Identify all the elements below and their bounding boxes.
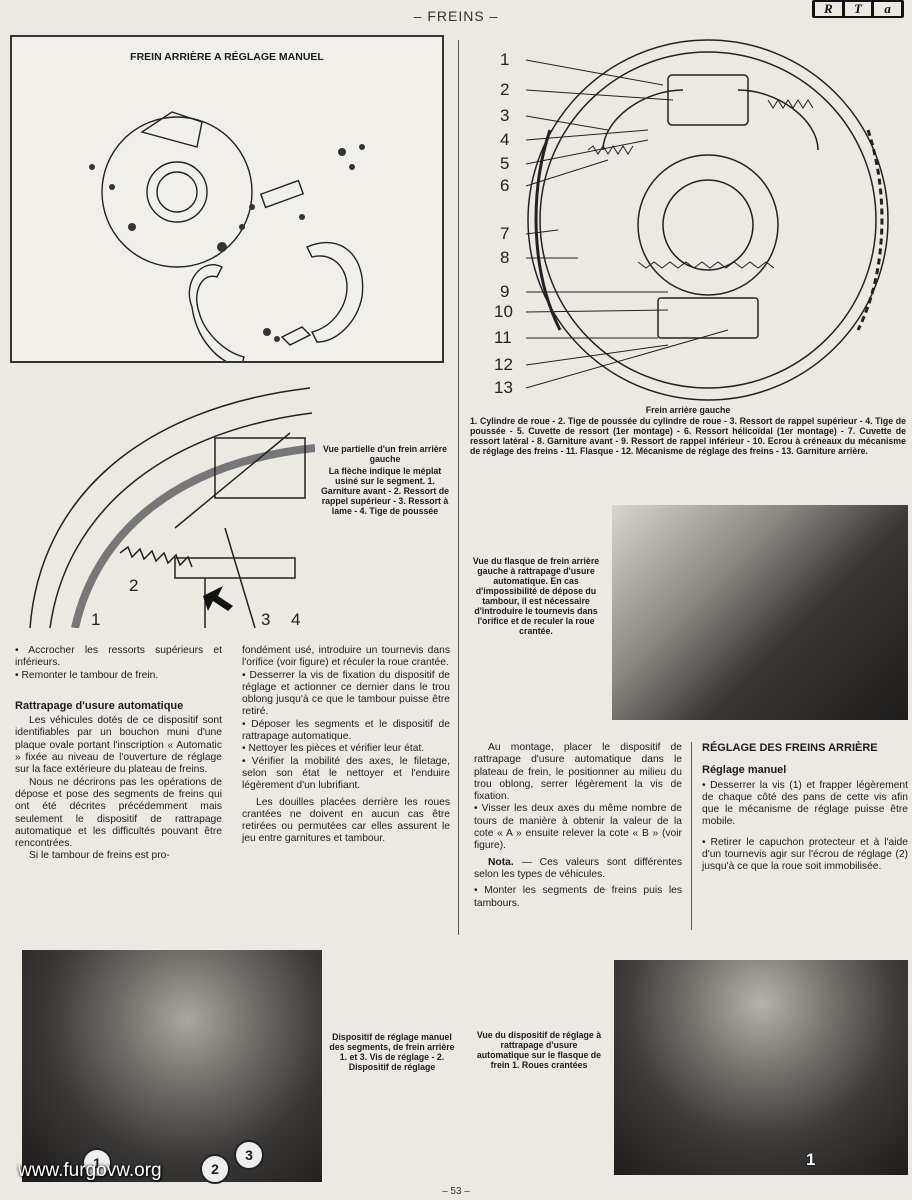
bullet-text: • Monter les segments de freins puis les…	[474, 885, 682, 909]
figure-exploded-brake: FREIN ARRIÈRE A RÉGLAGE MANUEL	[10, 35, 444, 363]
callout-label: 12	[494, 355, 513, 374]
callout-circle: 2	[200, 1154, 230, 1184]
text-column-2: fondément usé, introduire un tournevis d…	[242, 645, 450, 846]
text-column-1: • Accrocher les ressorts supérieurs et i…	[15, 645, 222, 863]
partial-view-drawing	[29, 387, 315, 628]
figure-title: FREIN ARRIÈRE A RÉGLAGE MANUEL	[130, 51, 324, 63]
exploded-brake-drawing	[89, 111, 365, 361]
text-column-4: RÉGLAGE DES FREINS ARRIÈRE Réglage manue…	[702, 742, 908, 874]
callout-circle: 1	[82, 1148, 112, 1178]
callout-label: 1	[500, 50, 510, 69]
logo-letter: R	[815, 2, 842, 16]
photo-caption: Vue du flasque de frein arrière gauche à…	[472, 556, 600, 636]
page-number: – 53 –	[442, 1186, 470, 1197]
paragraph: Si le tambour de freins est pro-	[29, 850, 170, 862]
logo-letter: a	[874, 2, 902, 16]
paragraph: fondément usé, introduire un tournevis d…	[242, 645, 450, 669]
logo-letter: T	[844, 2, 872, 16]
bullet-text: • Retirer le capuchon protecteur et à l'…	[702, 836, 908, 873]
callout-label: 9	[500, 282, 510, 301]
callout-label: 5	[500, 154, 510, 173]
note-text: — Ces valeurs sont différentes selon les…	[474, 856, 682, 880]
photo-caption: Dispositif de réglage manuel des segment…	[329, 1032, 455, 1072]
paragraph: Nous ne décrirons pas les opérations de …	[15, 776, 222, 850]
brake-assembly-drawing	[525, 39, 889, 401]
photo-manual-adjuster: 1 2 3	[22, 950, 322, 1184]
photo-brake-flange	[612, 505, 908, 720]
figure-caption-title: Vue partielle d'un frein arrière gauche	[323, 444, 447, 464]
callout-label: 7	[500, 224, 510, 243]
figure-label: 2	[129, 576, 139, 595]
figure-caption-title: Frein arrière gauche	[645, 405, 731, 415]
column-divider	[458, 40, 459, 935]
callout-label: 6	[500, 176, 510, 195]
website-watermark: www.furgovw.org	[18, 1160, 162, 1181]
rta-logo: R T a	[812, 0, 904, 18]
bullet-text: • Desserrer la vis (1) et frapper légère…	[702, 779, 908, 828]
paragraph: Les douilles placées derrière les roues …	[242, 796, 450, 845]
text-column-3: Au montage, placer le dispositif de ratt…	[474, 742, 682, 910]
bullet-text: • Nettoyer les pièces et vérifier leur é…	[242, 743, 425, 755]
figure-label: 1	[91, 610, 101, 629]
subheading: Réglage manuel	[702, 764, 787, 777]
callout-label: 2	[500, 80, 510, 99]
callout-label: 13	[494, 378, 513, 397]
figure-caption: La flèche indique le méplat usiné sur le…	[320, 466, 450, 516]
bullet-text: • Remonter le tambour de frein.	[15, 669, 159, 681]
callout-label: 11	[494, 328, 512, 347]
bullet-text: • Desserrer la vis de fixation du dispos…	[242, 669, 450, 718]
section-heading: RÉGLAGE DES FREINS ARRIÈRE	[702, 742, 878, 754]
figure-partial-view: 2 1 3 4	[25, 378, 315, 629]
bullet-text: • Visser les deux axes du même nombre de…	[474, 803, 682, 852]
callout-label: 10	[494, 302, 513, 321]
note: Nota. — Ces valeurs sont différentes sel…	[474, 857, 682, 882]
section-heading: Rattrapage d'usure automatique	[15, 699, 184, 712]
figure-label: 4	[291, 610, 301, 629]
photo-auto-adjuster: 1	[614, 960, 908, 1175]
photo-label: 1	[806, 1150, 816, 1169]
callout-label: 4	[500, 130, 510, 149]
note-label: Nota.	[488, 856, 514, 868]
bullet-text: • Vérifier la mobilité des axes, le file…	[242, 755, 450, 792]
bullet-text: • Accrocher les ressorts supérieurs et i…	[15, 645, 222, 669]
bullet-text: • Déposer les segments et le dispositif …	[242, 718, 450, 743]
figure-label: 3	[261, 610, 271, 629]
column-4-rule	[691, 742, 692, 930]
callout-label: 3	[500, 106, 510, 125]
paragraph: Au montage, placer le dispositif de ratt…	[474, 742, 682, 803]
paragraph: Les véhicules dotés de ce dispositif son…	[15, 715, 222, 776]
page-header: – FREINS –	[413, 8, 499, 24]
figure-brake-assembly: 1 2 3 4 5 6 7 8 9 10 11 12 13	[488, 30, 908, 405]
callout-label: 8	[500, 248, 510, 267]
photo-caption: Vue du dispositif de réglage à rattrapag…	[476, 1030, 602, 1070]
callout-circle: 3	[234, 1140, 264, 1170]
figure-caption: 1. Cylindre de roue - 2. Tige de poussée…	[470, 416, 906, 456]
